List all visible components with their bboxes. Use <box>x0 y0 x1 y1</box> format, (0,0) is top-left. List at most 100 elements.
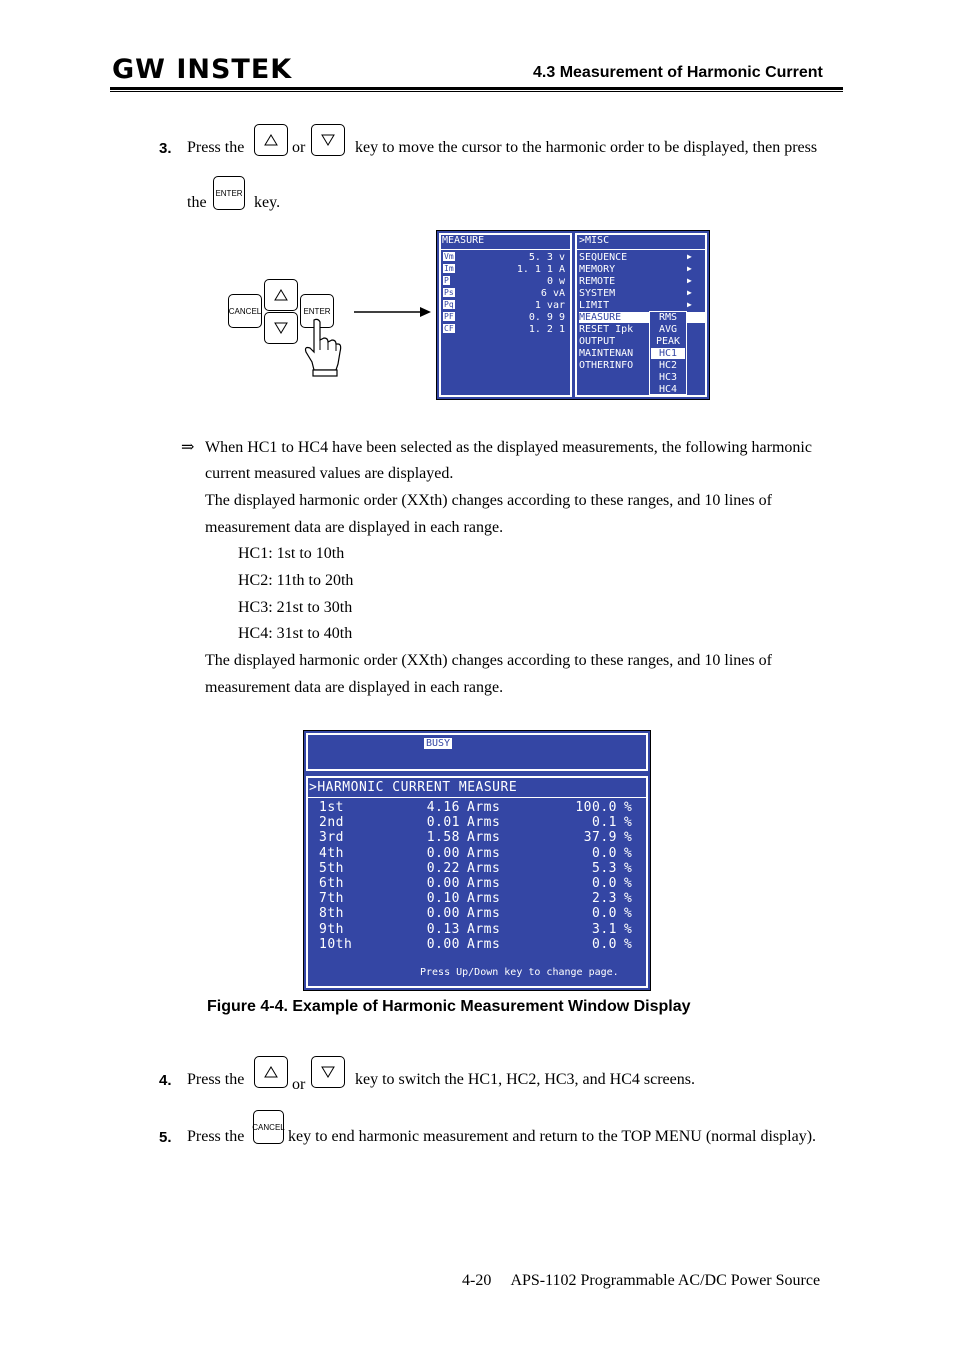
harmonic-unit-3: Arms <box>467 845 501 861</box>
harmonic-current-0: 4.16 <box>426 800 460 815</box>
enter-key-label: ENTER <box>215 188 243 198</box>
keypad-up-icon <box>264 279 298 311</box>
harmonic-percent-6: 2.3 <box>592 891 617 907</box>
misc-title-rule <box>577 249 705 250</box>
note-line-3: The displayed harmonic order (XXth) chan… <box>205 492 772 509</box>
harmonic-current-7: 0.00 <box>426 906 460 922</box>
step-3-or: or <box>292 139 306 156</box>
measure-value-5: 0. 9 9 <box>528 312 565 323</box>
harmonic-percent-7: 0.0 <box>592 906 617 922</box>
harmonic-pct-sign-0: % <box>624 800 633 815</box>
pointing-hand-icon <box>304 318 342 377</box>
misc-arrow-3: ▶ <box>687 288 692 297</box>
page-footer: 4-20 APS-1102 Programmable AC/DC Power S… <box>462 1272 821 1289</box>
misc-panel <box>575 233 707 397</box>
misc-item-7: OUTPUT <box>579 336 616 347</box>
misc-arrow-4: ▶ <box>687 300 692 309</box>
harmonic-order-7: 8th <box>319 906 344 922</box>
harmonic-pct-sign-9: % <box>624 936 633 952</box>
range-hc3: HC3: 21st to 30th <box>238 599 353 616</box>
harmonic-unit-5: Arms <box>467 876 501 891</box>
harmonic-unit-9: Arms <box>467 936 501 952</box>
harmonic-percent-5: 0.0 <box>592 876 617 891</box>
header-rule <box>110 87 843 90</box>
harmonic-unit-8: Arms <box>467 921 501 937</box>
measure-icon-5: PF <box>443 312 455 321</box>
harmonic-pct-sign-5: % <box>624 876 633 891</box>
submenu-item-rms: RMS <box>658 312 678 323</box>
step-3-number: 3. <box>159 140 172 157</box>
measure-value-2: 0 w <box>546 276 565 287</box>
cancel-key-label: CANCEL <box>228 306 262 316</box>
measure-icon-0: Vm <box>443 252 455 261</box>
misc-item-5: MEASURE <box>579 312 706 323</box>
note-line-4: measurement data are displayed in each r… <box>205 519 504 536</box>
step-4-press: Press the <box>187 1071 245 1088</box>
step-4-down-key-icon <box>311 1056 345 1088</box>
page-hint: Press Up/Down key to change page. <box>420 967 619 978</box>
harmonic-current-3: 0.00 <box>426 845 460 861</box>
misc-title: >MISC <box>579 235 610 246</box>
harmonic-unit-4: Arms <box>467 860 501 876</box>
step-4-number: 4. <box>159 1072 172 1089</box>
harmonic-percent-0: 100.0 <box>575 800 617 815</box>
header-rule-thin <box>110 91 843 92</box>
step-5-cancel-label: CANCEL <box>252 1122 285 1132</box>
misc-arrow-0: ▶ <box>687 252 692 261</box>
cancel-key-icon: CANCEL <box>228 294 262 328</box>
misc-item-6: RESET Ipk <box>579 324 634 335</box>
misc-item-8: MAINTENAN <box>579 348 634 359</box>
submenu-item-hc3: HC3 <box>658 372 678 383</box>
step-5-number: 5. <box>159 1129 172 1146</box>
harmonic-unit-6: Arms <box>467 891 501 907</box>
measure-icon-1: Im <box>443 264 455 273</box>
harmonic-order-9: 10th <box>319 936 353 952</box>
range-hc2: HC2: 11th to 20th <box>238 572 354 589</box>
harmonic-current-2: 1.58 <box>426 830 460 846</box>
down-key-icon <box>311 124 345 156</box>
harmonic-current-9: 0.00 <box>426 936 460 952</box>
measure-value-4: 1 var <box>534 300 565 311</box>
measure-value-0: 5. 3 v <box>528 252 565 263</box>
step-3-the: the <box>187 194 207 211</box>
harmonic-panel <box>306 776 648 988</box>
misc-arrow-2: ▶ <box>687 276 692 285</box>
up-key-icon <box>254 124 288 156</box>
harmonic-unit-1: Arms <box>467 815 501 831</box>
measure-value-6: 1. 2 1 <box>528 324 565 335</box>
submenu-item-peak: PEAK <box>655 336 681 347</box>
measure-title-rule <box>441 249 570 250</box>
harmonic-order-1: 2nd <box>319 815 344 831</box>
status-bar <box>306 733 648 771</box>
harmonic-unit-7: Arms <box>467 906 501 922</box>
harmonic-order-6: 7th <box>319 891 344 907</box>
keypad-enter-label: ENTER <box>303 306 331 316</box>
step-3-text: key to move the cursor to the harmonic o… <box>355 139 818 156</box>
arrow-right-icon <box>354 307 431 317</box>
step-4-or: or <box>292 1076 306 1093</box>
harmonic-pct-sign-7: % <box>624 906 633 922</box>
harmonic-unit-2: Arms <box>467 830 501 846</box>
submenu-item-hc4: HC4 <box>658 384 678 395</box>
figure-caption: Figure 4-4. Example of Harmonic Measurem… <box>207 998 691 1015</box>
harmonic-pct-sign-8: % <box>624 921 633 937</box>
harmonic-title-rule <box>308 797 646 798</box>
measure-value-1: 1. 1 1 A <box>516 264 565 275</box>
harmonic-current-8: 0.13 <box>426 921 460 937</box>
measure-title: MEASURE <box>442 235 485 246</box>
step-3-key: key. <box>254 194 281 211</box>
harmonic-order-3: 4th <box>319 845 344 861</box>
harmonic-order-0: 1st <box>319 800 344 815</box>
harmonic-pct-sign-1: % <box>624 815 633 831</box>
measure-icon-2: P <box>443 276 450 285</box>
measure-icon-3: Ps <box>443 288 455 297</box>
step-4-up-key-icon <box>254 1056 288 1088</box>
harmonic-percent-1: 0.1 <box>592 815 617 831</box>
note-line-1: When HC1 to HC4 have been selected as th… <box>205 439 812 456</box>
harmonic-current-1: 0.01 <box>426 815 460 831</box>
harmonic-order-8: 9th <box>319 921 344 937</box>
misc-item-9: OTHERINFO <box>579 360 634 371</box>
range-hc4: HC4: 31st to 40th <box>238 625 353 642</box>
harmonic-unit-0: Arms <box>467 800 501 815</box>
